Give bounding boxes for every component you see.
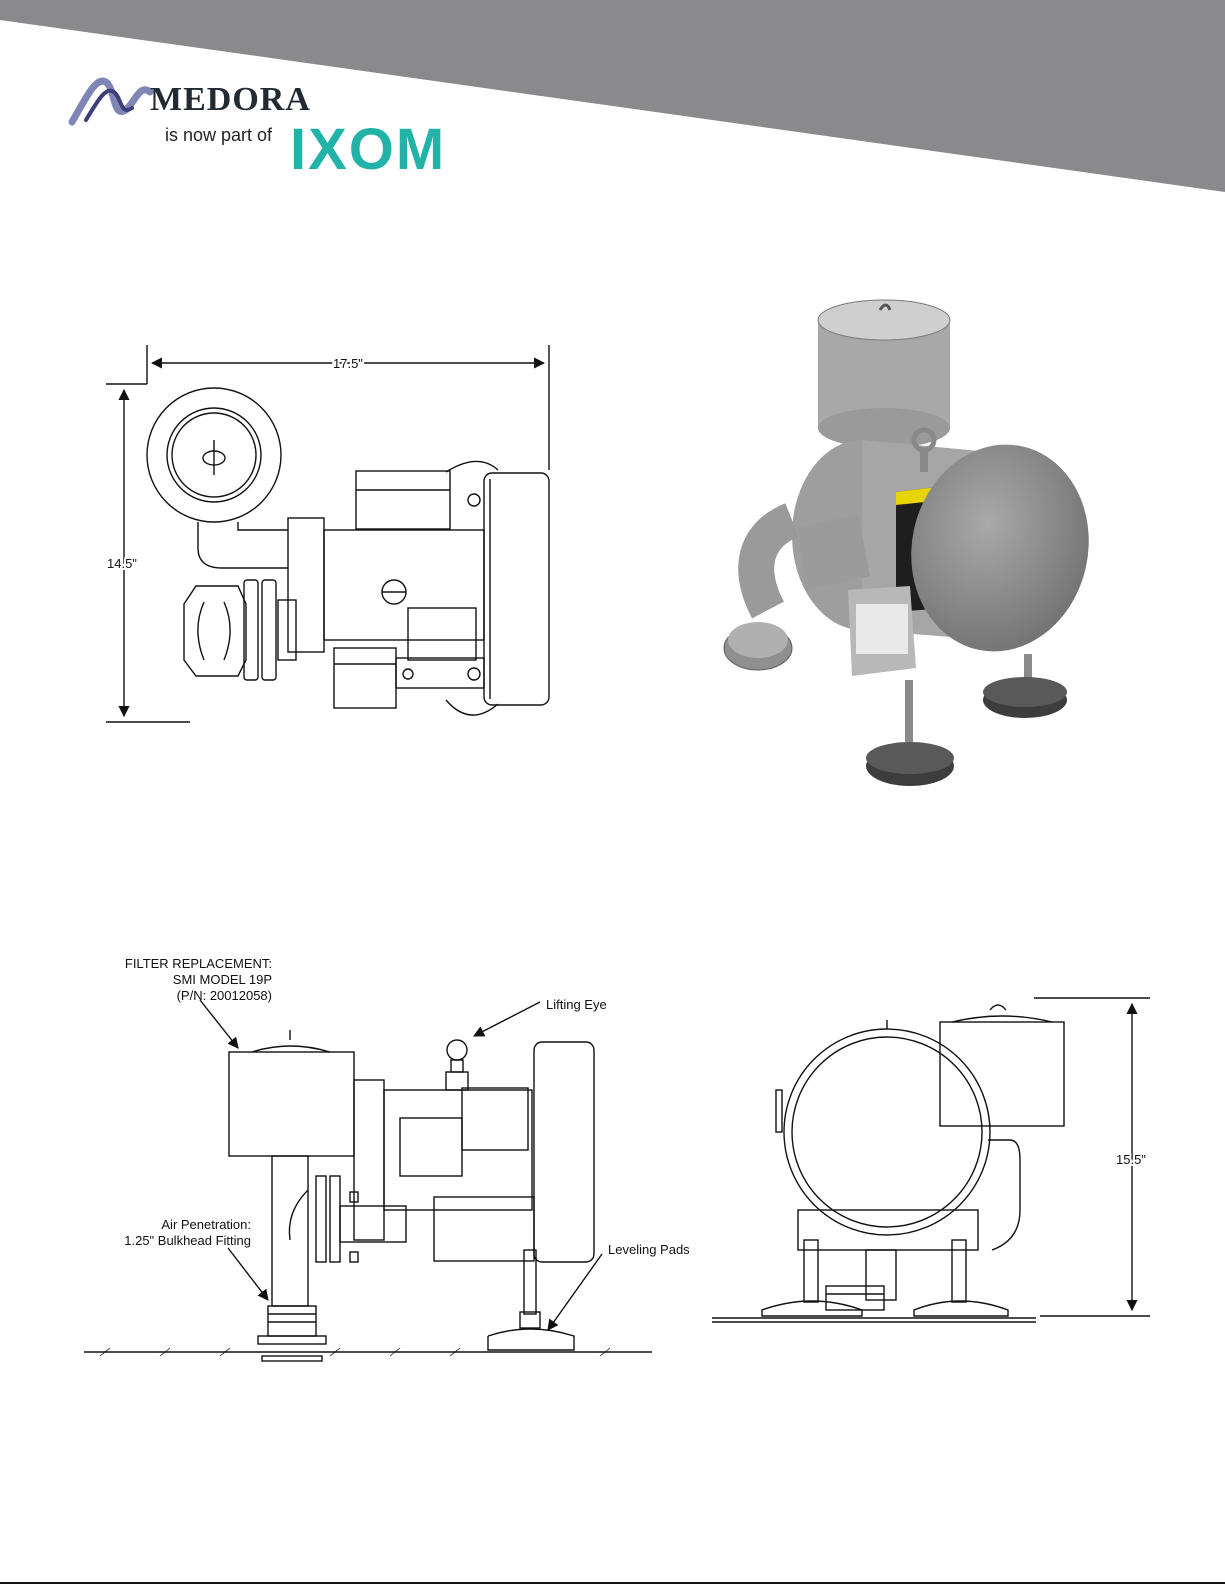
air-penetration-line1: Air Penetration: [161, 1217, 251, 1232]
side-view-drawing [84, 1000, 652, 1361]
logo-ixom-text: IXOM [290, 117, 446, 182]
end-view-drawing [712, 998, 1150, 1322]
medora-wave-icon [72, 81, 150, 122]
logo-tagline: is now part of [165, 125, 273, 145]
filter-label-line2: SMI MODEL 19P [173, 972, 272, 987]
top-height-dim: 14.5" [107, 556, 137, 571]
medora-logo: MEDORA is now part of IXOM [72, 81, 446, 182]
top-view-drawing [106, 345, 549, 722]
logo-medora-text: MEDORA [150, 81, 311, 118]
end-height-dim: 15.5" [1116, 1152, 1146, 1167]
top-width-dim: 17.5" [333, 356, 363, 371]
leveling-pads-label: Leveling Pads [608, 1242, 690, 1257]
filter-label-line1: FILTER REPLACEMENT: [125, 956, 272, 971]
isometric-render [724, 300, 1108, 786]
filter-label-line3: (P/N: 20012058) [177, 988, 272, 1003]
air-penetration-line2: 1.25" Bulkhead Fitting [124, 1233, 251, 1248]
lifting-eye-label: Lifting Eye [546, 997, 607, 1012]
